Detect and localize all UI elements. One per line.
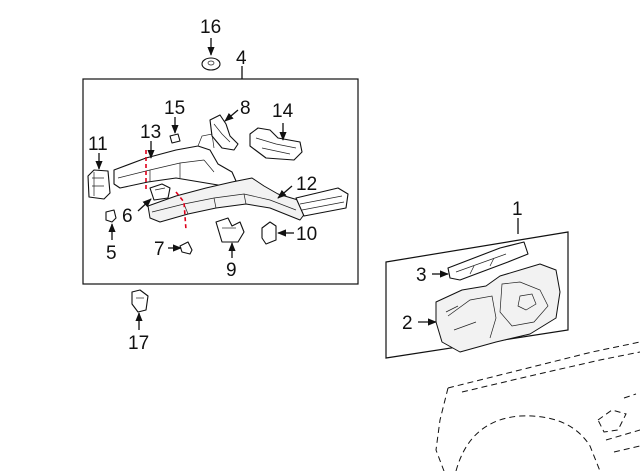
- part-3-reinforcement: [447, 241, 529, 281]
- callout-11: 11: [88, 134, 108, 155]
- callout-4: 4: [236, 48, 247, 69]
- frame-rail-group: 4 16 11 13 15: [82, 17, 359, 285]
- callout-5: 5: [106, 243, 117, 264]
- part-12-side-member: [147, 177, 349, 223]
- part-15-clip: [169, 133, 181, 144]
- callout-10: 10: [296, 224, 317, 245]
- callout-6-leader: [137, 198, 152, 212]
- callout-2: 2: [402, 313, 413, 334]
- apron-group: 1 3 2: [385, 199, 569, 359]
- callout-17: 17: [128, 333, 149, 354]
- part-11-bracket: [87, 169, 111, 200]
- callout-15: 15: [164, 98, 185, 119]
- callout-3: 3: [416, 265, 427, 286]
- part-2-apron-panel: [435, 263, 561, 353]
- part-17-bracket: [131, 289, 149, 313]
- callout-9: 9: [226, 260, 237, 281]
- part-8-reinforcement: [209, 114, 239, 151]
- part-10-bracket: [261, 221, 277, 245]
- callout-6: 6: [122, 206, 133, 227]
- part-6-bracket: [149, 183, 171, 201]
- cut-line-lower: [175, 191, 187, 231]
- part-9-gusset: [215, 217, 245, 243]
- callout-8-leader: [224, 109, 239, 122]
- part-13-upper-rail: [113, 133, 237, 189]
- callout-12: 12: [296, 174, 317, 195]
- fender-outline: [435, 341, 640, 471]
- callout-14: 14: [272, 101, 294, 122]
- part-5-clip: [105, 209, 117, 223]
- callout-13: 13: [140, 122, 161, 143]
- callout-1: 1: [512, 199, 523, 220]
- callout-8: 8: [240, 98, 251, 119]
- callout-16: 16: [200, 17, 221, 38]
- callout-12-leader: [277, 185, 293, 199]
- part-14-extension: [249, 127, 303, 161]
- callout-7: 7: [154, 239, 165, 260]
- part-16-plug: [201, 57, 221, 71]
